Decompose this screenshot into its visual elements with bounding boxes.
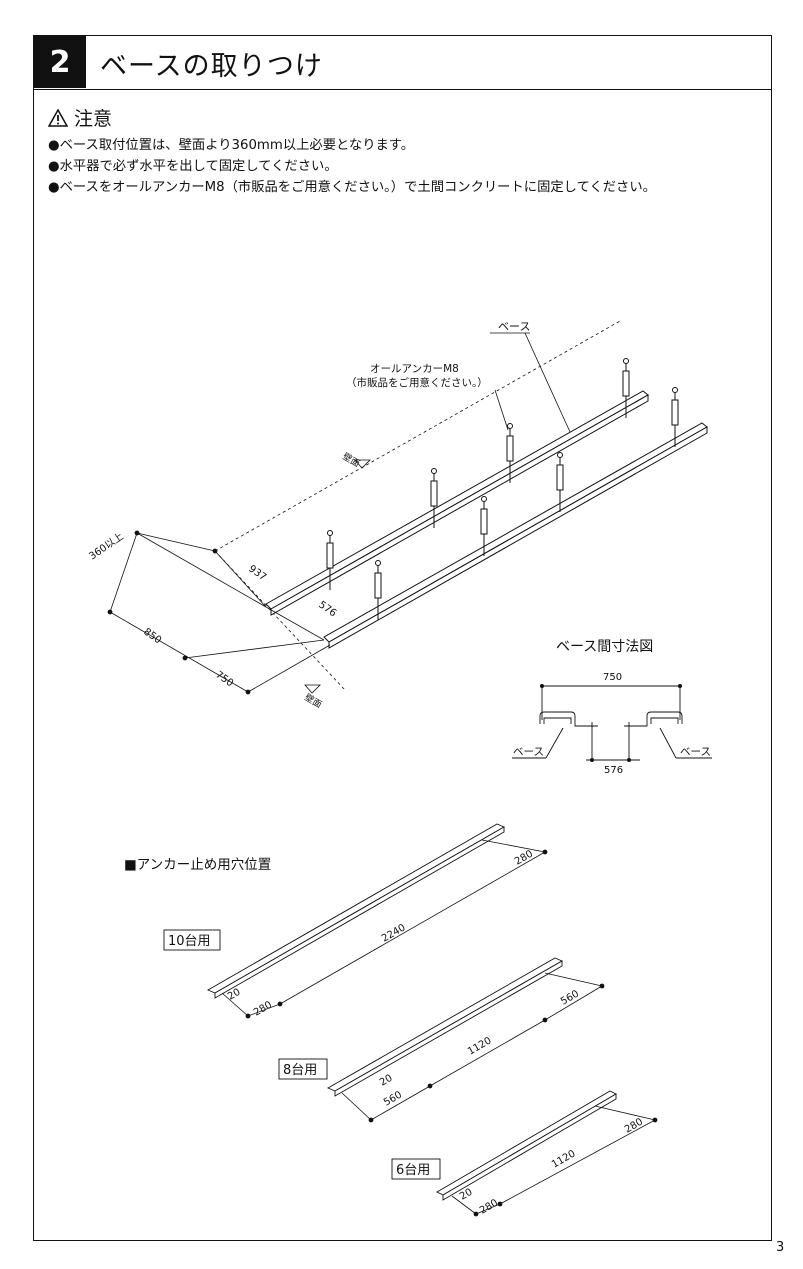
- page-frame: 2 ベースの取りつけ 注意 ●ベース取付位置は、壁面より360mm以上必要となり…: [33, 35, 772, 1241]
- caution-note: ●ベースをオールアンカーM8（市販品をご用意ください。）で土間コンクリートに固定…: [48, 180, 656, 195]
- anchor-bolt: [480, 496, 488, 556]
- base-rail: [265, 390, 649, 616]
- caution-block: 注意 ●ベース取付位置は、壁面より360mm以上必要となります。 ●水平器で必ず…: [48, 104, 656, 198]
- variant-label: 6台用: [396, 1163, 430, 1178]
- anchor-bolt: [326, 530, 334, 590]
- anchor-bolt: [374, 560, 382, 620]
- dim-end-left: 280: [252, 1000, 274, 1019]
- spacing-dim-outer: 750: [603, 672, 622, 683]
- variant-label: 8台用: [283, 1063, 317, 1078]
- dim-850: 850: [141, 626, 163, 646]
- anchor-rail: [436, 1090, 617, 1201]
- spacing-base-right: ベース: [680, 746, 711, 758]
- anchor-bolt: [556, 452, 564, 512]
- anchor-bolt: [671, 387, 679, 447]
- anchor-bolt: [622, 358, 630, 418]
- dim-end-right: 280: [623, 1117, 645, 1136]
- dim-end-left: 280: [478, 1198, 500, 1217]
- dim-576: 576: [316, 599, 338, 619]
- step-number: 2: [34, 36, 86, 88]
- dim-main: 1120: [550, 1148, 578, 1170]
- wall-label: 壁面: [341, 450, 363, 469]
- variant-label: 10台用: [168, 934, 211, 949]
- step-title: ベースの取りつけ: [100, 51, 323, 82]
- spacing-base-left: ベース: [513, 746, 544, 758]
- caution-note: ●水平器で必ず水平を出して固定してください。: [48, 159, 338, 174]
- spacing-title: ベース間寸法図: [556, 639, 653, 655]
- anchor-bolt: [430, 468, 438, 528]
- spacing-dim-inner: 576: [604, 765, 623, 776]
- caution-label: 注意: [74, 108, 113, 130]
- dim-937: 937: [246, 563, 268, 583]
- dim-end-right: 280: [513, 849, 535, 868]
- page-number: 3: [776, 1240, 785, 1255]
- dim-end-left: 560: [382, 1090, 404, 1109]
- step-header: 2 ベースの取りつけ: [34, 36, 771, 90]
- dim-main: 1120: [466, 1035, 494, 1057]
- anchor-holes-title: ■アンカー止め用穴位置: [124, 857, 271, 873]
- anchor-bolt: [506, 423, 514, 483]
- dim-edge: 20: [378, 1073, 395, 1089]
- dim-main: 2240: [380, 922, 408, 944]
- anchor-note: （市販品をご用意ください。）: [346, 376, 488, 389]
- dim-750: 750: [213, 669, 235, 689]
- warning-icon: [48, 108, 68, 127]
- base-rail: [323, 422, 708, 649]
- dim-clearance: 360以上: [87, 530, 126, 562]
- base-label: ベース: [498, 320, 530, 333]
- wall-label: 壁面: [303, 691, 325, 710]
- anchor-label: オールアンカーM8: [370, 363, 459, 375]
- caution-note: ●ベース取付位置は、壁面より360mm以上必要となります。: [48, 138, 415, 153]
- caution-heading: 注意: [48, 104, 656, 131]
- anchor-rail: [206, 823, 506, 999]
- anchor-rail: [326, 957, 564, 1097]
